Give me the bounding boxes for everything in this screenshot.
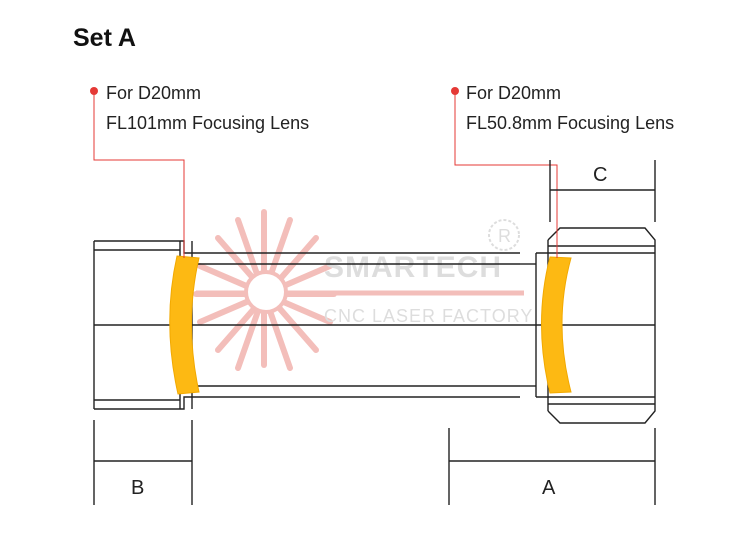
dimension-c — [549, 160, 656, 222]
left-focusing-lens — [169, 255, 200, 395]
watermark-ring — [244, 270, 288, 314]
dimension-c-label: C — [593, 164, 608, 186]
watermark-brand: SMARTECH — [324, 251, 502, 284]
right-focusing-lens — [541, 256, 572, 394]
right-callout-lens-type: FL50.8mm Focusing Lens — [466, 113, 675, 133]
dimension-b — [93, 420, 193, 505]
right-lens-leader — [454, 91, 558, 258]
watermark-tagline: CNC LASER FACTORY — [324, 306, 533, 326]
watermark-registered-mark: R — [498, 226, 511, 246]
dimension-a-label: A — [542, 477, 556, 499]
left-lens-callout: For D20mm FL101mm Focusing Lens — [106, 78, 309, 138]
left-callout-diameter: For D20mm — [106, 83, 202, 103]
page-title: Set A — [73, 24, 136, 52]
watermark-registered-gear-icon: R — [488, 219, 520, 251]
right-callout-diameter: For D20mm — [466, 83, 562, 103]
dimension-b-label: B — [131, 477, 145, 499]
right-callout-dot — [451, 87, 459, 95]
right-lens-callout: For D20mm FL50.8mm Focusing Lens — [466, 78, 674, 138]
left-callout-lens-type: FL101mm Focusing Lens — [106, 113, 310, 133]
left-lens-leader — [93, 91, 185, 258]
left-callout-dot — [90, 87, 98, 95]
watermark: SMARTECH CNC LASER FACTORY R — [193, 209, 533, 371]
dimension-a — [448, 428, 656, 505]
